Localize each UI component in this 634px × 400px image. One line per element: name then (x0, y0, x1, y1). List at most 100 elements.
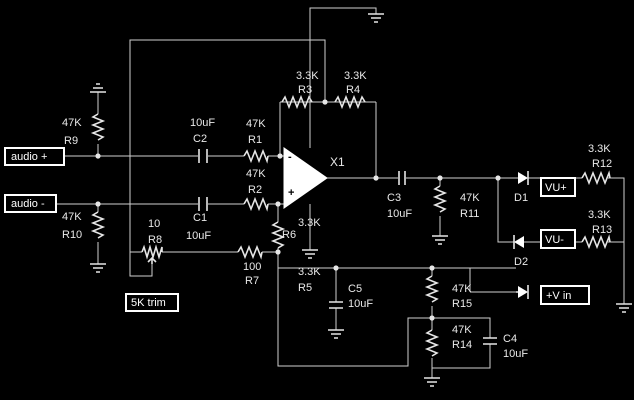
resistor-r15 (424, 275, 440, 303)
junction-dot (95, 201, 101, 207)
r3-value: 3.3K (296, 70, 319, 82)
resistor-r3 (281, 94, 313, 110)
v-in-label: +V in (546, 290, 571, 302)
c1-ref: C1 (193, 212, 207, 224)
resistor-r2 (243, 196, 269, 212)
r8-ref: R8 (148, 234, 162, 246)
trim-label: 5K trim (131, 297, 166, 309)
r10-ref: R10 (62, 229, 82, 241)
r4-ref: R4 (346, 84, 360, 96)
ground-icon (328, 329, 344, 339)
audio-minus-label: audio - (11, 198, 45, 210)
ground-icon (616, 303, 632, 313)
resistor-r7 (237, 244, 263, 260)
resistors (90, 94, 611, 357)
junction-dot (277, 153, 283, 159)
junctions (95, 99, 501, 321)
r10-value: 47K (62, 211, 82, 223)
component-labels: 47K R9 47K R10 10uF C2 C1 10uF 47K R1 47… (62, 70, 612, 360)
r6-ref: R6 (282, 229, 296, 241)
r9-ref: R9 (64, 135, 78, 147)
junction-dot (322, 99, 328, 105)
c5-ref: C5 (348, 283, 362, 295)
r11-value: 47K (460, 192, 480, 204)
ground-symbols (90, 13, 632, 387)
r2-ref: R2 (248, 184, 262, 196)
junction-dot (373, 175, 379, 181)
diode-d2 (513, 235, 524, 249)
junction-dot (95, 153, 101, 159)
r3-ref: R3 (298, 84, 312, 96)
r9-value: 47K (62, 117, 82, 129)
junction-dot (333, 265, 339, 271)
c5-value: 10uF (348, 298, 373, 310)
ground-icon (424, 377, 440, 387)
capacitors (198, 149, 497, 345)
capacitor-c1 (198, 197, 208, 211)
r6-value: 3.3K (298, 217, 321, 229)
junction-dot (429, 315, 435, 321)
resistor-r14 (424, 329, 440, 357)
capacitor-c2 (198, 149, 208, 163)
c1-value: 10uF (186, 230, 211, 242)
vu-plus-label: VU+ (545, 182, 567, 194)
r7-value: 100 (243, 261, 261, 273)
r14-ref: R14 (452, 339, 472, 351)
ground-icon (368, 13, 384, 23)
junction-dot (495, 175, 501, 181)
resistor-r1 (243, 148, 269, 164)
ground-icon (432, 235, 448, 245)
ground-icon (90, 263, 106, 273)
junction-dot (275, 201, 281, 207)
capacitor-c5 (329, 301, 343, 309)
d1-ref: D1 (514, 192, 528, 204)
junction-dot (437, 175, 443, 181)
junction-dot (429, 265, 435, 271)
c2-ref: C2 (193, 133, 207, 145)
r12-value: 3.3K (588, 143, 611, 155)
ground-icon (90, 83, 106, 93)
resistor-r12 (581, 170, 611, 186)
audio-plus-terminal: audio + (4, 147, 65, 166)
resistor-r6 (270, 221, 286, 249)
diode-d1 (518, 171, 529, 185)
r13-value: 3.3K (588, 209, 611, 221)
d2-ref: D2 (514, 256, 528, 268)
c4-ref: C4 (503, 333, 517, 345)
r1-ref: R1 (248, 134, 262, 146)
capacitor-c4 (483, 337, 497, 345)
audio-minus-terminal: audio - (4, 194, 57, 213)
v-in-terminal: +V in (540, 285, 590, 305)
op-amp-noninverting-sign: + (288, 187, 294, 199)
vu-minus-label: VU- (545, 234, 564, 246)
resistor-r13 (581, 234, 611, 250)
op-amp-x1: - + (283, 90, 328, 209)
vu-minus-terminal: VU- (540, 229, 576, 249)
resistor-r9 (90, 113, 106, 141)
r13-ref: R13 (592, 224, 612, 236)
r11-ref: R11 (460, 208, 479, 220)
vu-plus-terminal: VU+ (540, 177, 576, 197)
r8-value: 10 (148, 218, 160, 230)
c2-value: 10uF (190, 117, 215, 129)
ground-icon (302, 249, 318, 259)
c3-value: 10uF (387, 208, 412, 220)
r14-value: 47K (452, 324, 472, 336)
r5-value: 3.3K (298, 266, 321, 278)
r1-value: 47K (246, 118, 266, 130)
r15-ref: R15 (452, 298, 472, 310)
resistor-r10 (90, 211, 106, 239)
r12-ref: R12 (592, 158, 612, 170)
r4-value: 3.3K (344, 70, 367, 82)
op-amp-inverting-sign: - (288, 151, 292, 163)
c3-ref: C3 (387, 192, 401, 204)
diode-d3 (516, 285, 529, 299)
r5-ref: R5 (298, 282, 312, 294)
resistor-r11 (432, 185, 448, 213)
op-amp-ref: X1 (330, 155, 345, 169)
audio-plus-label: audio + (11, 151, 47, 163)
r15-value: 47K (452, 283, 472, 295)
r2-value: 47K (246, 168, 266, 180)
trim-terminal: 5K trim (125, 293, 179, 312)
